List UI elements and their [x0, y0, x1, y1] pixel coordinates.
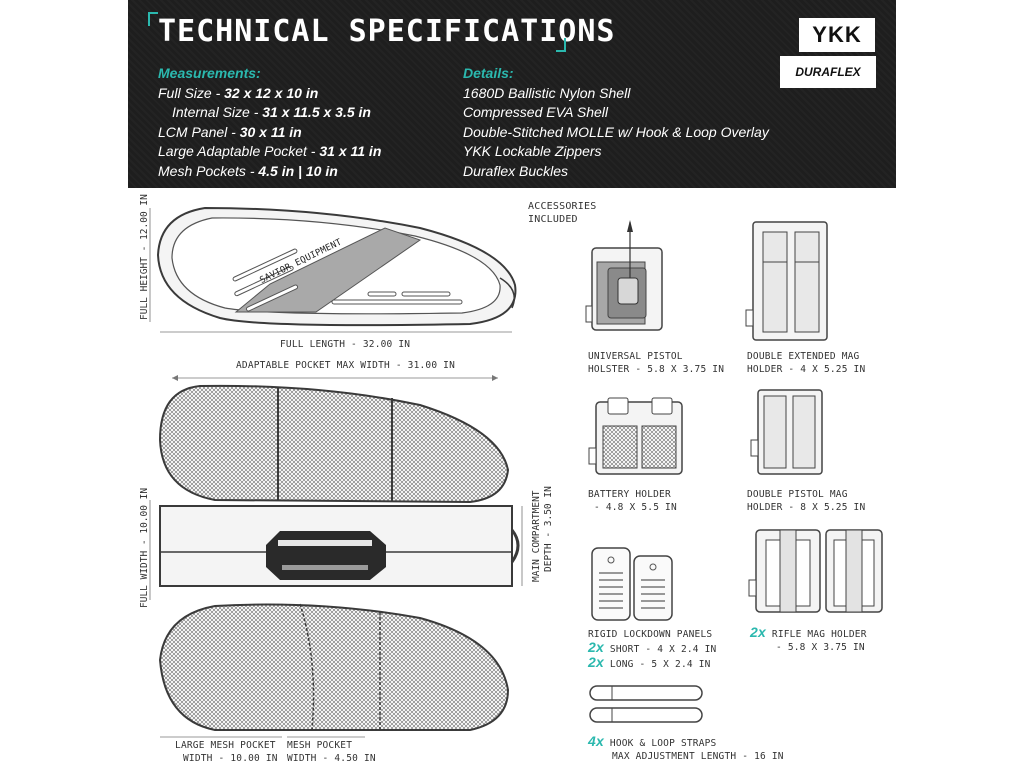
- panels-long-qty: 2x: [588, 654, 604, 670]
- case-bottom-mesh: [158, 603, 510, 731]
- measurement-lcm-panel: LCM Panel - 30 x 11 in: [158, 123, 302, 140]
- measurement-full-size: Full Size - 32 x 12 x 10 in: [158, 84, 319, 101]
- case-top-pocket: [158, 384, 510, 504]
- rifle-mag-qty: 2x: [750, 624, 766, 640]
- detail-item: Compressed EVA Shell: [463, 104, 608, 120]
- hook-loop-straps-illustration: [589, 685, 703, 723]
- details-column: Details: 1680D Ballistic Nylon Shell Com…: [463, 64, 769, 181]
- double-pistol-mag-illustration: [750, 389, 823, 475]
- title-bracket-right: [556, 38, 566, 52]
- panels-short-qty: 2x: [588, 639, 604, 655]
- measurements-heading: Measurements:: [158, 65, 261, 81]
- double-extended-mag-illustration: [745, 221, 828, 341]
- detail-item: YKK Lockable Zippers: [463, 143, 602, 159]
- page-title: TECHNICAL SPECIFICATIONS: [158, 14, 616, 49]
- measurement-mesh-pockets: Mesh Pockets - 4.5 in | 10 in: [158, 162, 338, 179]
- large-mesh-pocket-label: LARGE MESH POCKET WIDTH - 10.00 IN: [175, 740, 278, 764]
- main-compartment-label: MAIN COMPARTMENT: [531, 490, 542, 582]
- full-width-label: FULL WIDTH - 10.00 IN: [139, 487, 150, 608]
- ykk-logo: YKK: [799, 18, 875, 52]
- battery-holder-label: BATTERY HOLDER - 4.8 X 5.5 IN: [588, 489, 677, 513]
- case-main-compartment: [159, 505, 520, 587]
- rifle-mag-label: 2x RIFLE MAG HOLDER - 5.8 X 3.75 IN: [750, 624, 867, 653]
- measurements-column: Measurements: Full Size - 32 x 12 x 10 i…: [158, 64, 381, 181]
- detail-item: Duraflex Buckles: [463, 162, 569, 179]
- full-height-label: FULL HEIGHT - 12.00 IN: [139, 194, 150, 320]
- holster-illustration: [585, 220, 663, 331]
- pistol-mag-label: DOUBLE PISTOL MAG HOLDER - 8 X 5.25 IN: [747, 489, 866, 513]
- detail-item: 1680D Ballistic Nylon Shell: [463, 84, 631, 101]
- pocket-max-width-label: ADAPTABLE POCKET MAX WIDTH - 31.00 IN: [236, 360, 456, 371]
- battery-holder-illustration: [588, 397, 683, 475]
- full-length-label: FULL LENGTH - 32.00 IN: [280, 339, 411, 350]
- title-bracket-left: [148, 12, 158, 26]
- measurement-adaptable-pocket: Large Adaptable Pocket - 31 x 11 in: [158, 143, 382, 159]
- holster-label: UNIVERSAL PISTOL HOLSTER - 5.8 X 3.75 IN: [588, 351, 725, 375]
- main-compartment-depth-label: DEPTH - 3.50 IN: [543, 486, 554, 572]
- case-side-view: [156, 206, 517, 327]
- details-heading: Details:: [463, 65, 514, 81]
- lockdown-panels-illustration: [591, 547, 673, 621]
- accessories-heading: ACCESSORIES INCLUDED: [528, 201, 597, 225]
- duraflex-logo: DURAFLEX: [780, 56, 876, 88]
- lockdown-panels-label: RIGID LOCKDOWN PANELS 2x SHORT - 4 X 2.4…: [588, 629, 717, 670]
- straps-label: 4x HOOK & LOOP STRAPS MAX ADJUSTMENT LEN…: [588, 733, 784, 762]
- detail-item: Double-Stitched MOLLE w/ Hook & Loop Ove…: [463, 123, 769, 140]
- rifle-mag-holder-illustration: [748, 529, 883, 613]
- spec-header: TECHNICAL SPECIFICATIONS Measurements: F…: [128, 0, 896, 188]
- straps-qty: 4x: [588, 733, 604, 749]
- extended-mag-label: DOUBLE EXTENDED MAG HOLDER - 4 X 5.25 IN: [747, 351, 866, 375]
- measurement-internal-size: Internal Size - 31 x 11.5 x 3.5 in: [172, 104, 371, 120]
- mesh-pocket-label: MESH POCKET WIDTH - 4.50 IN: [287, 740, 376, 764]
